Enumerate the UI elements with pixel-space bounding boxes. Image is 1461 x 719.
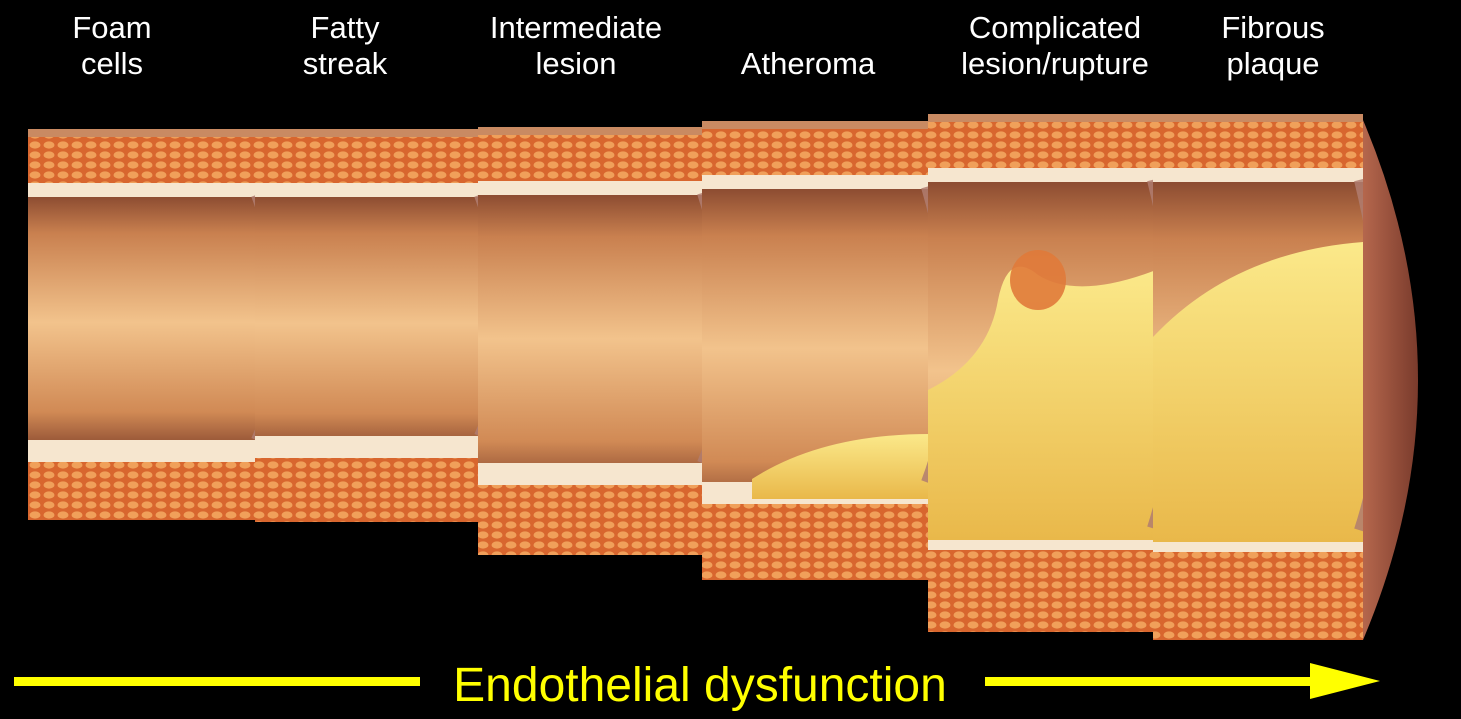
intima-bottom <box>255 436 483 458</box>
artery-segment-intermediate-lesion <box>478 127 727 555</box>
intima-top <box>1153 168 1363 182</box>
intima-top <box>255 183 483 197</box>
tunica-media-bottom <box>702 504 930 580</box>
thrombus <box>1010 250 1066 310</box>
intima-top <box>928 168 1156 182</box>
endothelial-dysfunction-label: Endothelial dysfunction <box>440 658 960 714</box>
tunica-media-bottom <box>1153 552 1363 640</box>
artery-segment-complicated-lesion <box>928 114 1177 632</box>
stage-label-atheroma: Atheroma <box>741 46 875 82</box>
tunica-media-top <box>255 135 483 183</box>
tunica-media-top <box>928 120 1156 168</box>
intima-top <box>702 175 930 189</box>
arrow-shaft-left <box>14 677 420 686</box>
arrow-head <box>1310 663 1380 699</box>
artery-end-cap <box>1363 120 1418 640</box>
artery-segment-foam-cells <box>28 129 281 520</box>
tunica-media-bottom <box>28 462 260 520</box>
artery-segment-atheroma <box>702 121 951 580</box>
tunica-media-bottom <box>478 485 706 555</box>
tunica-media-top <box>702 127 930 175</box>
artery-segment-fatty-streak <box>255 129 504 522</box>
artery-segment-fibrous-plaque <box>1153 114 1384 640</box>
tunica-media-top <box>478 133 706 181</box>
intima-bottom <box>28 440 260 462</box>
tunica-media-bottom <box>928 550 1156 632</box>
intima-top <box>478 181 706 195</box>
tunica-media-bottom <box>255 458 483 522</box>
tunica-media-top <box>28 135 260 183</box>
arrow-shaft-right <box>985 677 1315 686</box>
intima-bottom <box>478 463 706 485</box>
tunica-media-top <box>1153 120 1363 168</box>
intima-top <box>28 183 260 197</box>
